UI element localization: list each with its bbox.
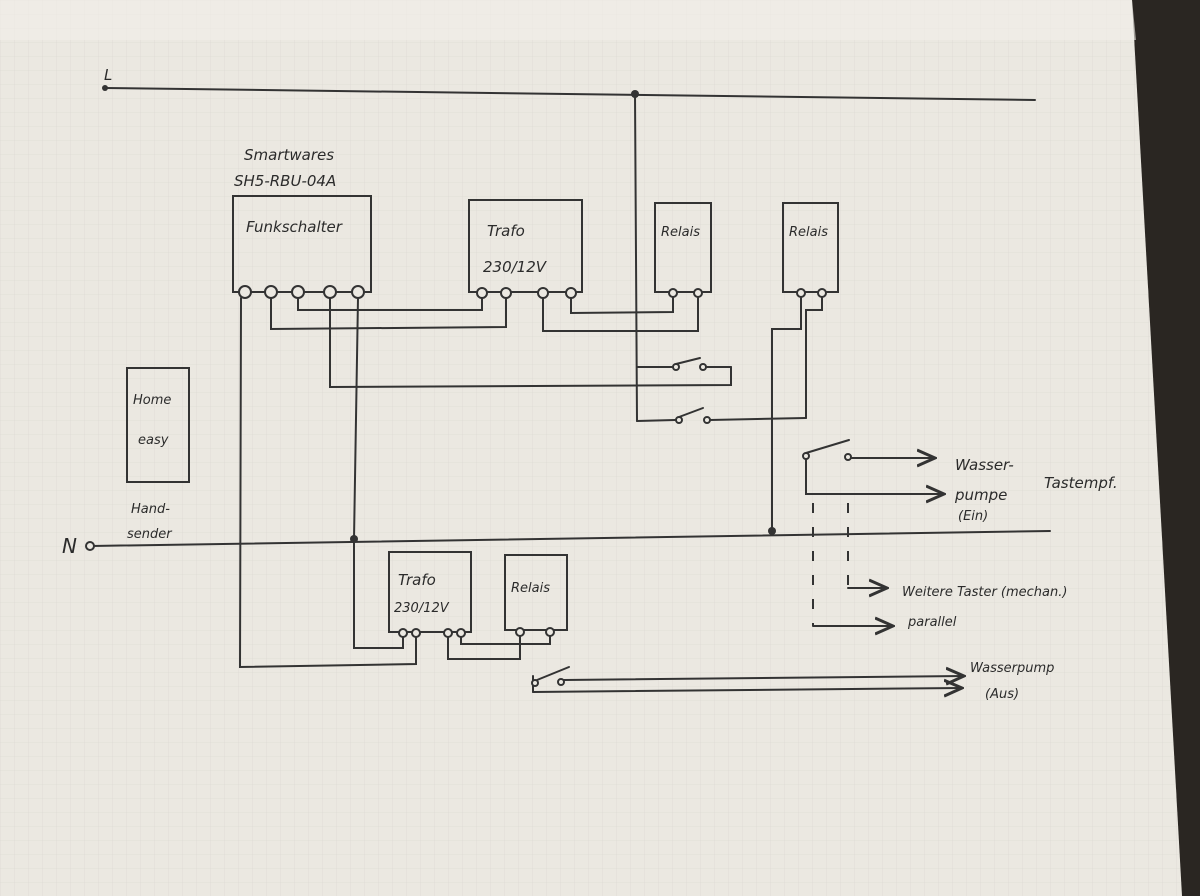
- neutral-label: N: [62, 534, 77, 558]
- relais-bottom-label: Relais: [511, 581, 550, 596]
- parallel-label: parallel: [907, 615, 957, 630]
- trafo-top-device: Trafo 230/12V: [468, 199, 583, 299]
- trafo-top-label: Trafo: [487, 222, 525, 240]
- relais-2-label: Relais: [789, 225, 828, 240]
- phase-rail: L: [102, 66, 1036, 101]
- funkschalter-label: Funkschalter: [246, 218, 343, 236]
- trafo-bottom-label: Trafo: [398, 571, 436, 589]
- wasserpump-label: Wasserpump: [970, 661, 1054, 676]
- relais-bottom-device: Relais: [504, 554, 568, 637]
- funkschalter-maker: Smartwares: [244, 146, 334, 164]
- ein-label: (Ein): [958, 509, 988, 524]
- home-easy-line2: easy: [138, 433, 169, 448]
- phase-label: L: [104, 66, 112, 84]
- trafo-bottom-rating: 230/12V: [394, 601, 450, 616]
- trafo-top-rating: 230/12V: [483, 258, 548, 276]
- home-easy-line1: Home: [133, 393, 171, 408]
- trafo-bottom-device: Trafo 230/12V: [388, 551, 472, 638]
- handsender-line1: Hand-: [131, 502, 170, 517]
- pumpe-label: pumpe: [954, 486, 1007, 504]
- relais-2-device: Relais: [782, 202, 839, 298]
- relais-1-label: Relais: [661, 225, 700, 240]
- aus-label: (Aus): [985, 687, 1019, 702]
- top-wiring: [238, 90, 823, 669]
- handsender-line2: sender: [127, 527, 173, 542]
- weitere-taster-label: Weitere Taster (mechan.): [902, 585, 1067, 600]
- home-easy-remote: Home easy Hand- sender: [126, 367, 190, 542]
- wasser-label: Wasser-: [955, 456, 1014, 474]
- tastempf-label: Tastempf.: [1044, 474, 1118, 492]
- bottom-wiring: Wasserpump (Aus): [353, 538, 1054, 702]
- pumpe-ein-switch: Wasser- Tastempf. pumpe (Ein) Weitere Ta…: [802, 439, 1118, 630]
- relais-1-device: Relais: [654, 202, 712, 298]
- funkschalter-model: SH5-RBU-04A: [234, 172, 336, 190]
